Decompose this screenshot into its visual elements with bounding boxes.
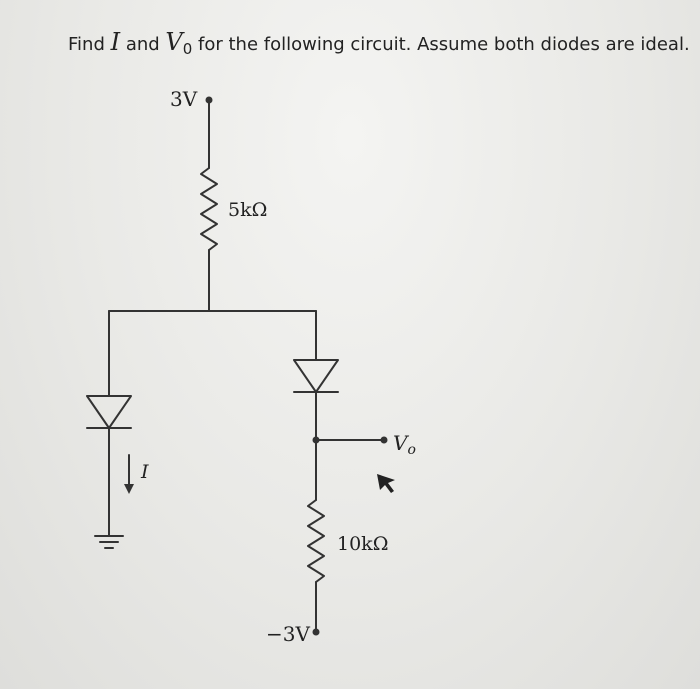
current-arrow-head xyxy=(124,484,134,494)
var-v: V xyxy=(165,28,183,56)
var-v-subscript: 0 xyxy=(182,40,193,58)
label-vo: Vo xyxy=(393,431,416,458)
terminal-3v xyxy=(205,96,213,104)
terminal-vo xyxy=(380,436,388,444)
question-part2: and xyxy=(120,34,166,55)
label-vo-sub: o xyxy=(407,442,415,458)
label-10k: 10kΩ xyxy=(337,533,388,555)
diode-left xyxy=(86,395,132,429)
resistor-10k xyxy=(307,499,325,583)
mouse-cursor-icon xyxy=(377,474,395,493)
var-i: I xyxy=(110,28,121,56)
question-part1: Find xyxy=(68,34,111,55)
question-part3: for the following circuit. Assume both d… xyxy=(192,34,690,55)
diode-right xyxy=(293,359,339,393)
node-vo xyxy=(312,436,320,444)
label-5k: 5kΩ xyxy=(228,199,267,221)
label-current: I xyxy=(140,461,149,483)
terminal-neg3v xyxy=(312,628,320,636)
label-3v: 3V xyxy=(170,87,198,111)
label-vo-main: V xyxy=(393,431,410,455)
label-neg3v: −3V xyxy=(266,622,310,646)
resistor-5k xyxy=(200,167,218,251)
question-text: Find I and V0 for the following circuit.… xyxy=(68,28,690,58)
